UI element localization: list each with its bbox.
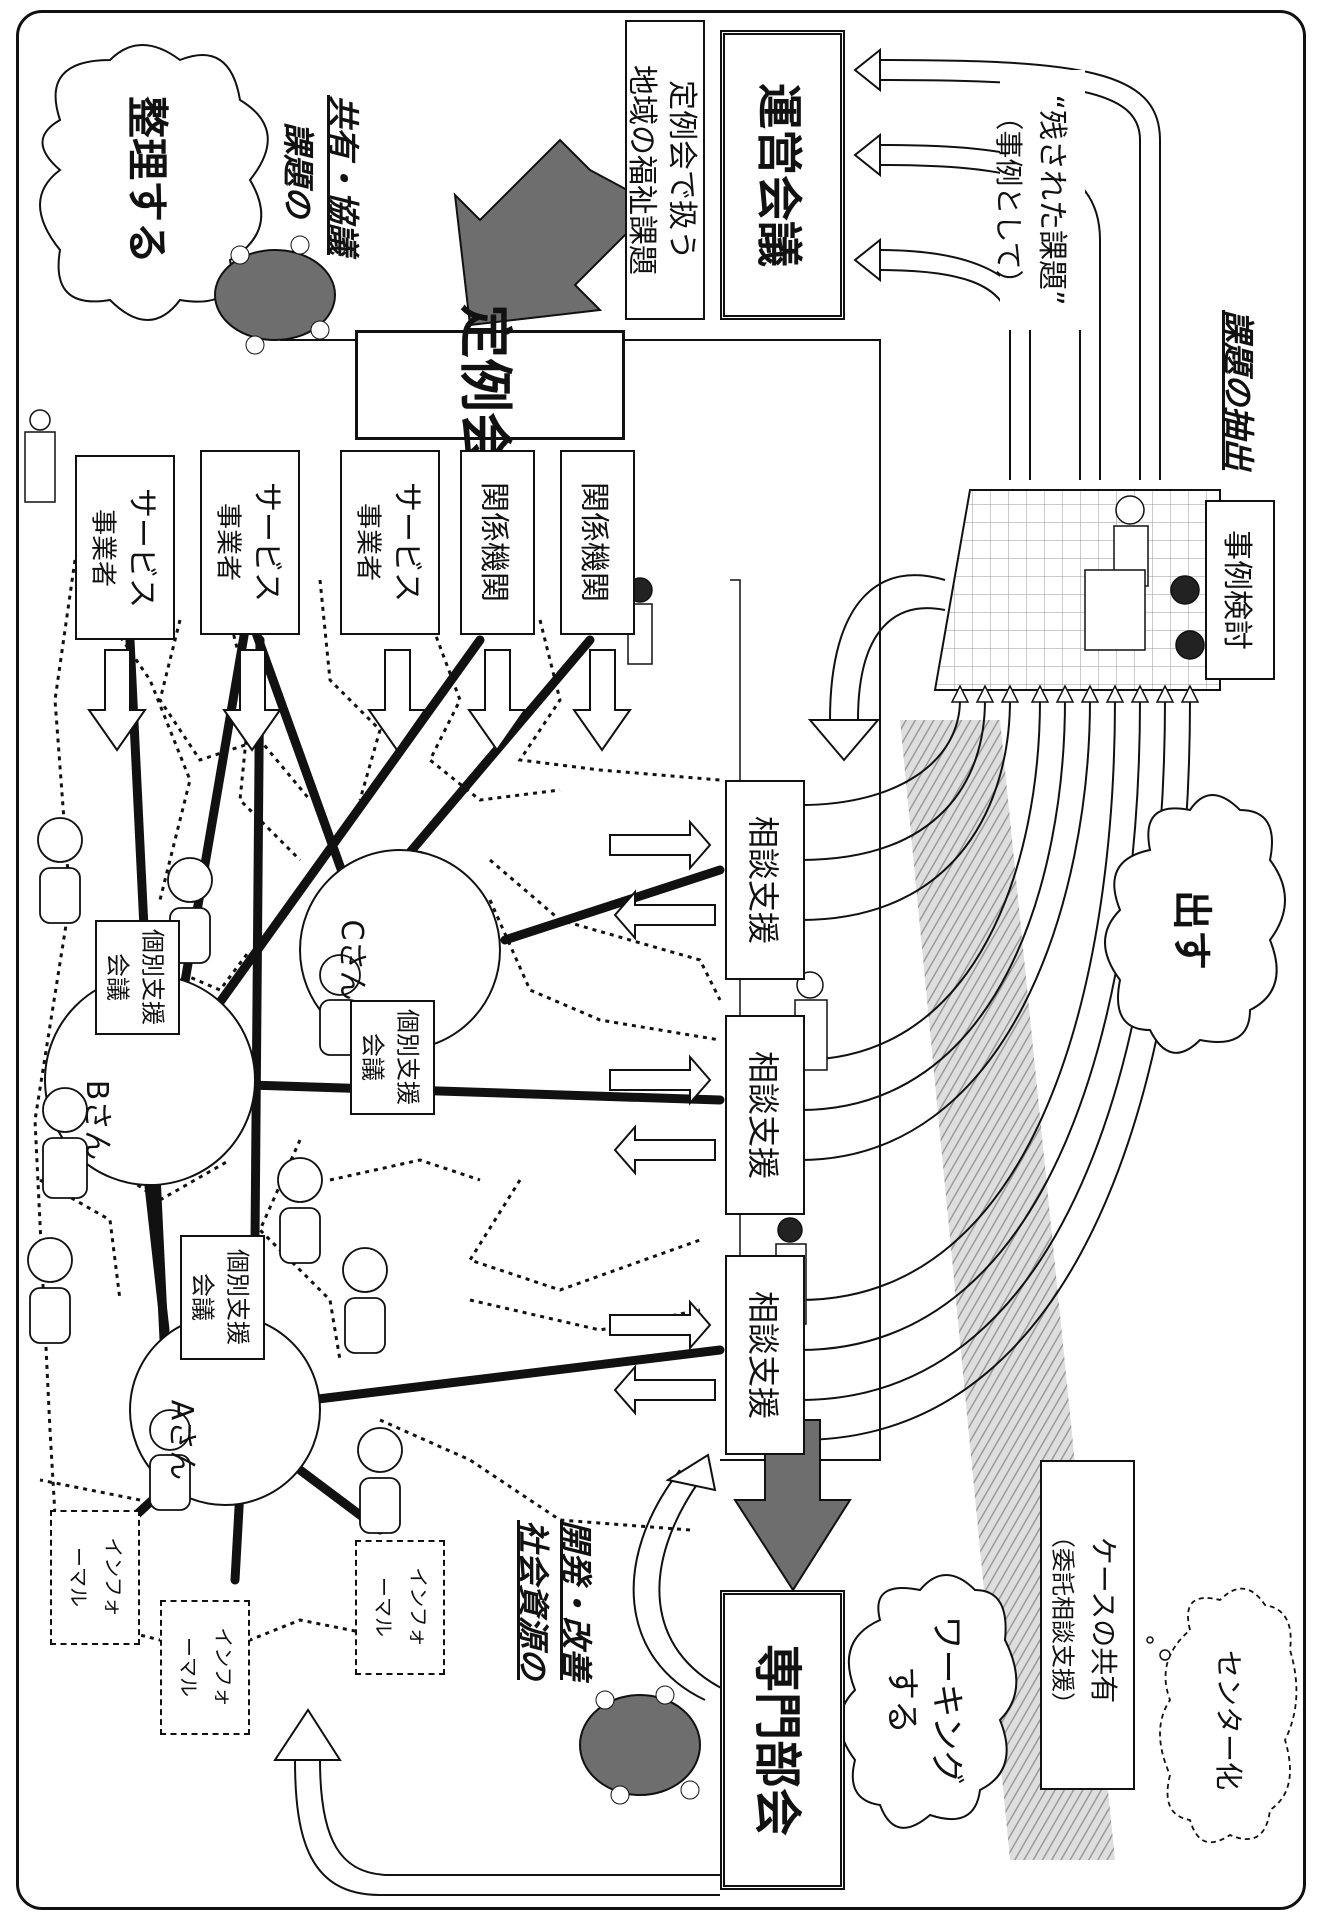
informal-box-3 bbox=[355, 1540, 445, 1675]
label-jirei-kento: 事例検討 bbox=[1219, 530, 1254, 650]
label-service-2-a: サービス bbox=[249, 482, 284, 602]
label-kobetsu-1-b: 会議 bbox=[103, 953, 132, 1001]
label-uneikaigi: 運営会議 bbox=[752, 83, 806, 267]
meeting-illustration-bottom bbox=[579, 1685, 701, 1805]
label-seiri: 整理する bbox=[122, 95, 172, 265]
teireikai-kadai-box bbox=[625, 20, 705, 320]
thought-bubble-tiny bbox=[1146, 1636, 1154, 1644]
cloud-center bbox=[1159, 1587, 1298, 1844]
label-senmon-bukai: 専門部会 bbox=[749, 1643, 805, 1837]
grid-input-arrows bbox=[799, 699, 1191, 1441]
uneikaigi-box bbox=[720, 30, 845, 320]
kankei-kikan-box-2 bbox=[560, 450, 635, 635]
meeting-illustration-top bbox=[214, 235, 336, 355]
label-sodan-shien-2: 相談支援 bbox=[744, 1050, 782, 1180]
label-person-b: Bさん bbox=[79, 1079, 114, 1161]
label-teireikai: 定例会 bbox=[453, 304, 517, 466]
label-person-c: Cさん bbox=[334, 919, 369, 1001]
label-dasu: 出す bbox=[1168, 890, 1214, 970]
label-informal-2-a: インフォ bbox=[211, 1627, 236, 1707]
label-kobetsu-1-a: 個別支援 bbox=[138, 929, 167, 1025]
label-kobetsu-2-b: 会議 bbox=[358, 1033, 387, 1081]
senmon-to-sodan-arrow bbox=[632, 1453, 726, 1701]
sodan-shien-box-3 bbox=[725, 1255, 805, 1455]
label-kadai-kyoyu-1: 課題の bbox=[279, 121, 317, 219]
big-arrow-senmon bbox=[733, 1419, 852, 1592]
label-service-1-a: サービス bbox=[124, 488, 159, 608]
informal-box-1 bbox=[50, 1510, 140, 1645]
service-box-1 bbox=[75, 455, 175, 640]
label-shakai-shigen-1: 社会資源の bbox=[514, 1519, 552, 1681]
label-center: センター化 bbox=[1212, 1649, 1245, 1791]
label-kobetsu-3-a: 個別支援 bbox=[223, 1249, 252, 1345]
label-service-3-b: 事業者 bbox=[352, 502, 383, 582]
label-sodan-shien-1: 相談支援 bbox=[744, 815, 782, 945]
senmon-bukai-box bbox=[720, 1590, 845, 1890]
label-case-kyoyu-2: （委託相談支援） bbox=[1048, 1524, 1077, 1716]
label-informal-1-b: ーマル bbox=[66, 1547, 91, 1607]
diagram-frame bbox=[16, 10, 1306, 1910]
kobetsu-box-2 bbox=[350, 1000, 435, 1115]
down-arrows bbox=[87, 649, 632, 752]
label-informal-2-b: ーマル bbox=[176, 1637, 201, 1697]
label-kankei-kikan-2: 関係機関 bbox=[576, 482, 611, 602]
kobetsu-box-1 bbox=[95, 920, 180, 1035]
label-informal-1-a: インフォ bbox=[101, 1537, 126, 1617]
label-working-2: する bbox=[881, 1666, 922, 1734]
kankei-kikan-box-1 bbox=[460, 450, 535, 635]
thought-bubble-small bbox=[1159, 1649, 1171, 1661]
horizontal-arrows bbox=[609, 819, 716, 1416]
label-teireikai-kadai-1: 定例会で扱う bbox=[664, 80, 699, 260]
label-working-1: ワーキング bbox=[926, 1615, 967, 1785]
sodan-shien-box-2 bbox=[725, 1015, 805, 1215]
label-person-a: Aさん bbox=[164, 1399, 199, 1481]
feedback-arrow bbox=[273, 1708, 720, 1896]
case-kyoyu-box bbox=[1040, 1460, 1135, 1790]
label-service-2-b: 事業者 bbox=[212, 502, 243, 582]
label-nokosareta-2: （事例として） bbox=[992, 102, 1025, 298]
label-service-1-b: 事業者 bbox=[87, 508, 118, 588]
cloud-dasu bbox=[1104, 794, 1286, 1054]
grid-input-arrowheads bbox=[950, 684, 1200, 703]
label-informal-3-a: インフォ bbox=[406, 1567, 431, 1647]
label-kobetsu-2-a: 個別支援 bbox=[393, 1009, 422, 1105]
label-case-kyoyu-1: ケースの共有 bbox=[1087, 1536, 1120, 1704]
service-box-3 bbox=[340, 450, 440, 635]
informal-box-2 bbox=[160, 1600, 250, 1735]
nokosareta-box bbox=[1000, 70, 1085, 330]
label-informal-3-b: ーマル bbox=[371, 1577, 396, 1637]
teireikai-box bbox=[355, 330, 625, 440]
label-kobetsu-3-b: 会議 bbox=[188, 1273, 217, 1321]
return-arrow bbox=[807, 574, 946, 762]
service-box-2 bbox=[200, 450, 300, 635]
label-service-3-a: サービス bbox=[389, 482, 424, 602]
label-kankei-kikan-1: 関係機関 bbox=[476, 482, 511, 602]
kobetsu-box-3 bbox=[180, 1235, 265, 1360]
label-teireikai-kadai-2: 地域の福祉課題 bbox=[624, 65, 659, 275]
jirei-kento-box bbox=[1205, 500, 1275, 680]
label-shakai-shigen-2: 開発・改善 bbox=[557, 1519, 595, 1681]
label-kadai-chushutsu: 課題の抽出 bbox=[1219, 309, 1257, 471]
label-nokosareta-1: “残された課題” bbox=[1034, 94, 1069, 306]
sodan-shien-box-1 bbox=[725, 780, 805, 980]
label-kadai-kyoyu-2: 共有・協議 bbox=[324, 94, 362, 256]
label-sodan-shien-3: 相談支援 bbox=[744, 1290, 782, 1420]
